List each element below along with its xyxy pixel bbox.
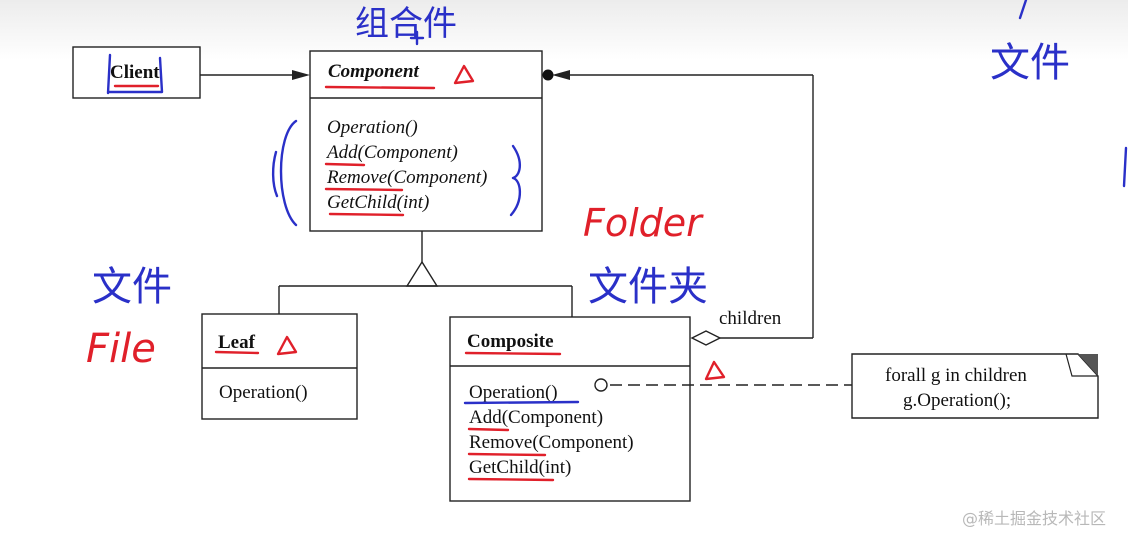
note-line-2: g.Operation(); (903, 390, 1011, 411)
leaf-underline (214, 350, 260, 355)
left-brace-mark (279, 119, 298, 227)
ink-stroke-top-right (1018, 0, 1028, 20)
aggregation: children (542, 69, 814, 346)
component-cn-annotation: 组合件 (355, 4, 457, 44)
cursor-crosshair-icon (409, 30, 425, 46)
inheritance-tree (278, 231, 573, 317)
aggregation-arrowhead (552, 70, 570, 80)
leaf-method: Operation() (219, 382, 308, 403)
composite-cn-annotation: 文件夹 (588, 264, 708, 310)
client-label: Client (110, 62, 160, 83)
component-box (309, 50, 543, 232)
note-fold-corner (1078, 354, 1098, 376)
component-method: Add(Component) (325, 142, 458, 163)
client-ink-frame (106, 53, 164, 95)
composite-class: Composite Operation() Add(Component) Rem… (449, 316, 691, 502)
client-box (72, 46, 201, 99)
composite-method: Add(Component) (469, 407, 603, 428)
component-underline (324, 85, 436, 90)
multiplicity-dot (542, 69, 554, 81)
underline-mark (328, 212, 405, 217)
component-method: Remove(Component) (326, 167, 487, 188)
underline-mark (324, 187, 404, 192)
inheritance-triangle (405, 260, 439, 287)
watermark: @稀土掘金技术社区 (962, 509, 1106, 528)
component-method: GetChild(int) (327, 192, 429, 213)
composite-method: Remove(Component) (469, 432, 634, 453)
underline-mark (467, 452, 547, 457)
note-box (851, 353, 1099, 419)
component-method: Operation() (327, 117, 418, 138)
underline-mark (324, 162, 366, 167)
composite-underline (464, 351, 562, 356)
client-class: Client (72, 46, 201, 99)
triangle-mark (704, 360, 726, 381)
underline-mark (463, 400, 580, 405)
leaf-box (201, 313, 358, 420)
right-brace-mark (509, 144, 522, 217)
composite-en-annotation: Folder (583, 201, 704, 245)
note: forall g in children g.Operation(); (851, 353, 1099, 419)
left-brace-mark (271, 150, 279, 198)
composite-method: Operation() (469, 382, 558, 403)
composite-box (449, 316, 691, 502)
file-cn-top-annotation: 文件 (990, 40, 1070, 86)
client-arrowhead (292, 70, 310, 80)
note-anchor-circle (594, 378, 608, 392)
aggregation-diamond (690, 330, 722, 346)
note-fold-edge (1065, 353, 1098, 377)
note-line-1: forall g in children (885, 365, 1027, 386)
leaf-en-annotation: File (86, 326, 156, 372)
children-label: children (719, 308, 782, 329)
ink-stroke-right-edge (1122, 146, 1128, 188)
composite-method: GetChild(int) (469, 457, 571, 478)
leaf-name: Leaf (218, 332, 256, 353)
component-name: Component (328, 61, 420, 82)
composite-name: Composite (467, 331, 554, 352)
triangle-mark (276, 335, 298, 356)
underline-mark (467, 477, 555, 482)
leaf-cn-annotation: 文件 (92, 264, 172, 310)
leaf-class: Leaf Operation() (201, 313, 358, 420)
underline-mark (467, 427, 510, 432)
triangle-mark (453, 64, 475, 85)
component-class: Component Operation() Add(Component) Rem… (309, 50, 543, 232)
handwriting: 组合件 文件 文件 File Folder 文件夹 (86, 0, 1128, 482)
